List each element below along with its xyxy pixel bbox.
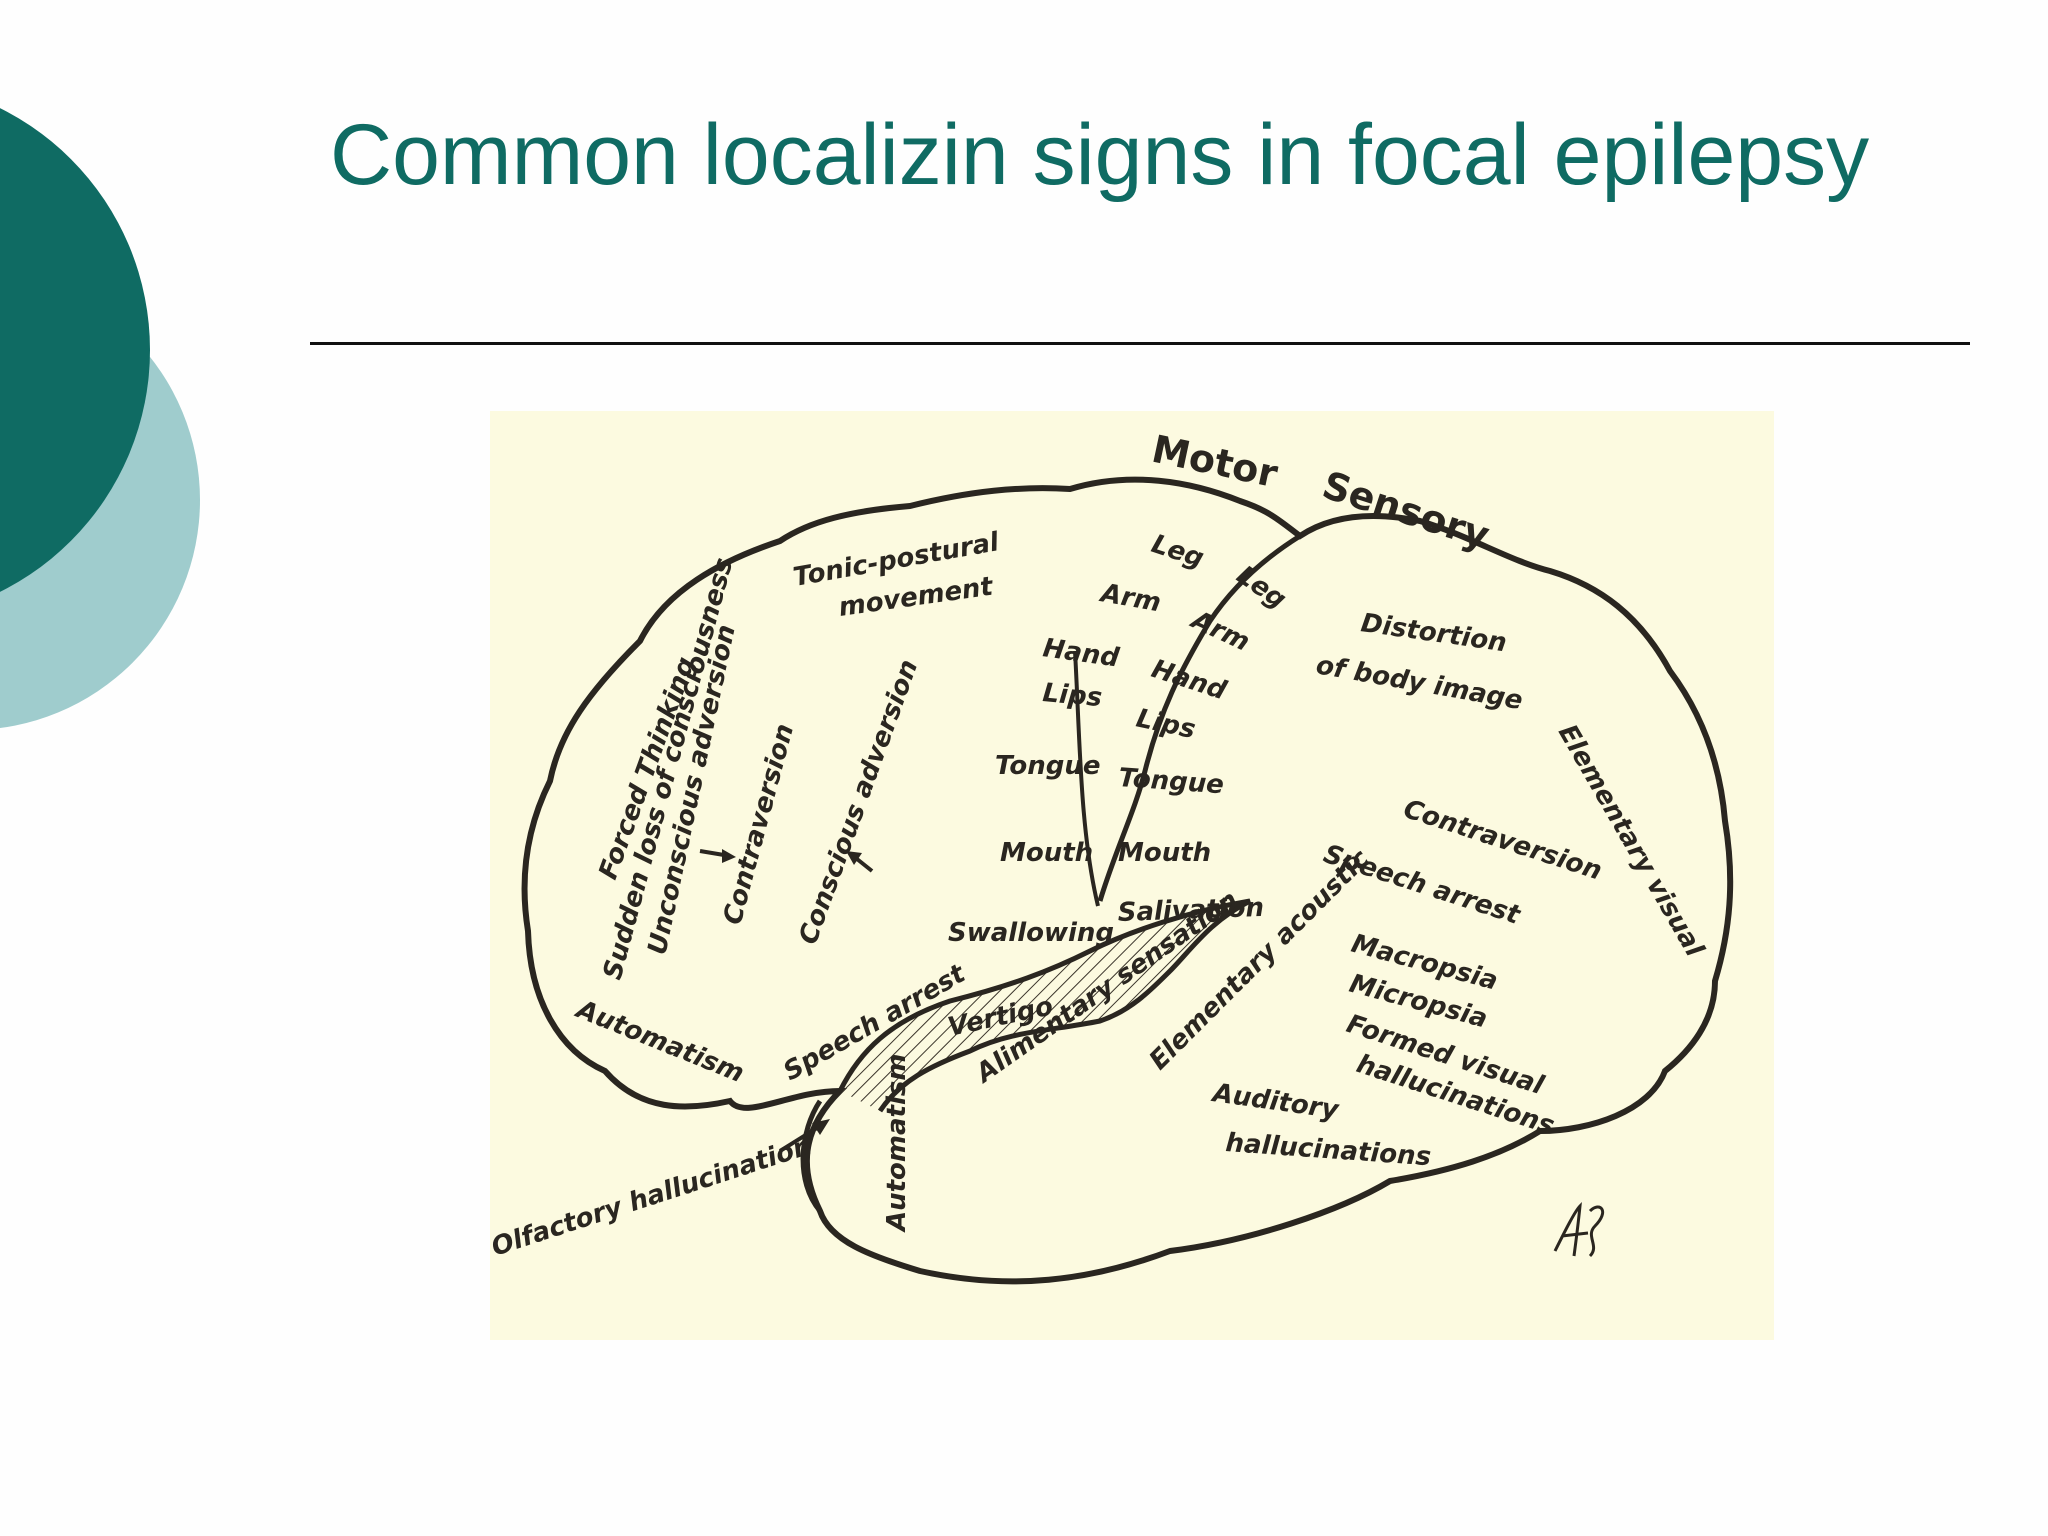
label-lips-sensory: Lips xyxy=(1134,704,1199,746)
artist-signature xyxy=(1553,1201,1605,1258)
label-mouth-motor: Mouth xyxy=(1000,838,1093,868)
brain-outline xyxy=(521,476,1734,1285)
label-distortion-2: of body image xyxy=(1314,650,1525,716)
label-sensory: Sensory xyxy=(1317,463,1495,558)
arrow-conscious-adversion-head xyxy=(846,851,862,865)
label-auditory-2: hallucinations xyxy=(1225,1128,1433,1172)
label-distortion: Distortion xyxy=(1359,608,1509,658)
label-arm-motor: Arm xyxy=(1097,578,1163,618)
arrow-contraversion-left-head xyxy=(722,849,736,863)
label-hand-motor: Hand xyxy=(1041,633,1121,673)
label-tongue-motor: Tongue xyxy=(995,751,1101,781)
arrow-olfactory-head xyxy=(812,1119,830,1135)
central-sulcus xyxy=(1097,533,1302,902)
label-conscious-adversion: Conscious adversion xyxy=(793,656,924,949)
label-elementary-visual: Elementary visual xyxy=(1552,720,1710,963)
title-divider xyxy=(310,342,1970,345)
label-mouth-sensory: Mouth xyxy=(1118,838,1211,868)
brain-diagram: Motor Sensory Tonic-postural movement Le… xyxy=(490,411,1774,1340)
label-olfactory: Olfactory hallucination xyxy=(490,1131,816,1263)
slide-title: Common localizin signs in focal epilepsy xyxy=(330,107,1870,203)
label-tongue-sensory: Tongue xyxy=(1118,763,1225,800)
label-leg-sensory: Leg xyxy=(1231,560,1291,615)
sylvian-fissure xyxy=(837,898,1252,1113)
decorative-circle-dark xyxy=(0,108,150,592)
temporal-lobe-upper xyxy=(800,1099,823,1213)
label-automatism-temporal: Automatism xyxy=(882,1054,912,1233)
label-auditory: Auditory xyxy=(1209,1078,1341,1126)
label-motor: Motor xyxy=(1148,427,1282,496)
label-leg-motor: Leg xyxy=(1148,529,1207,574)
frontal-sulcus xyxy=(1073,650,1100,907)
label-swallowing: Swallowing xyxy=(948,918,1114,948)
label-salivation: Salivation xyxy=(1117,893,1264,928)
label-automatism-frontal: Automatism xyxy=(571,994,749,1089)
label-lips-motor: Lips xyxy=(1041,678,1103,713)
label-contraversion-left: Contraversion xyxy=(718,721,800,928)
decorative-circles xyxy=(0,108,200,728)
